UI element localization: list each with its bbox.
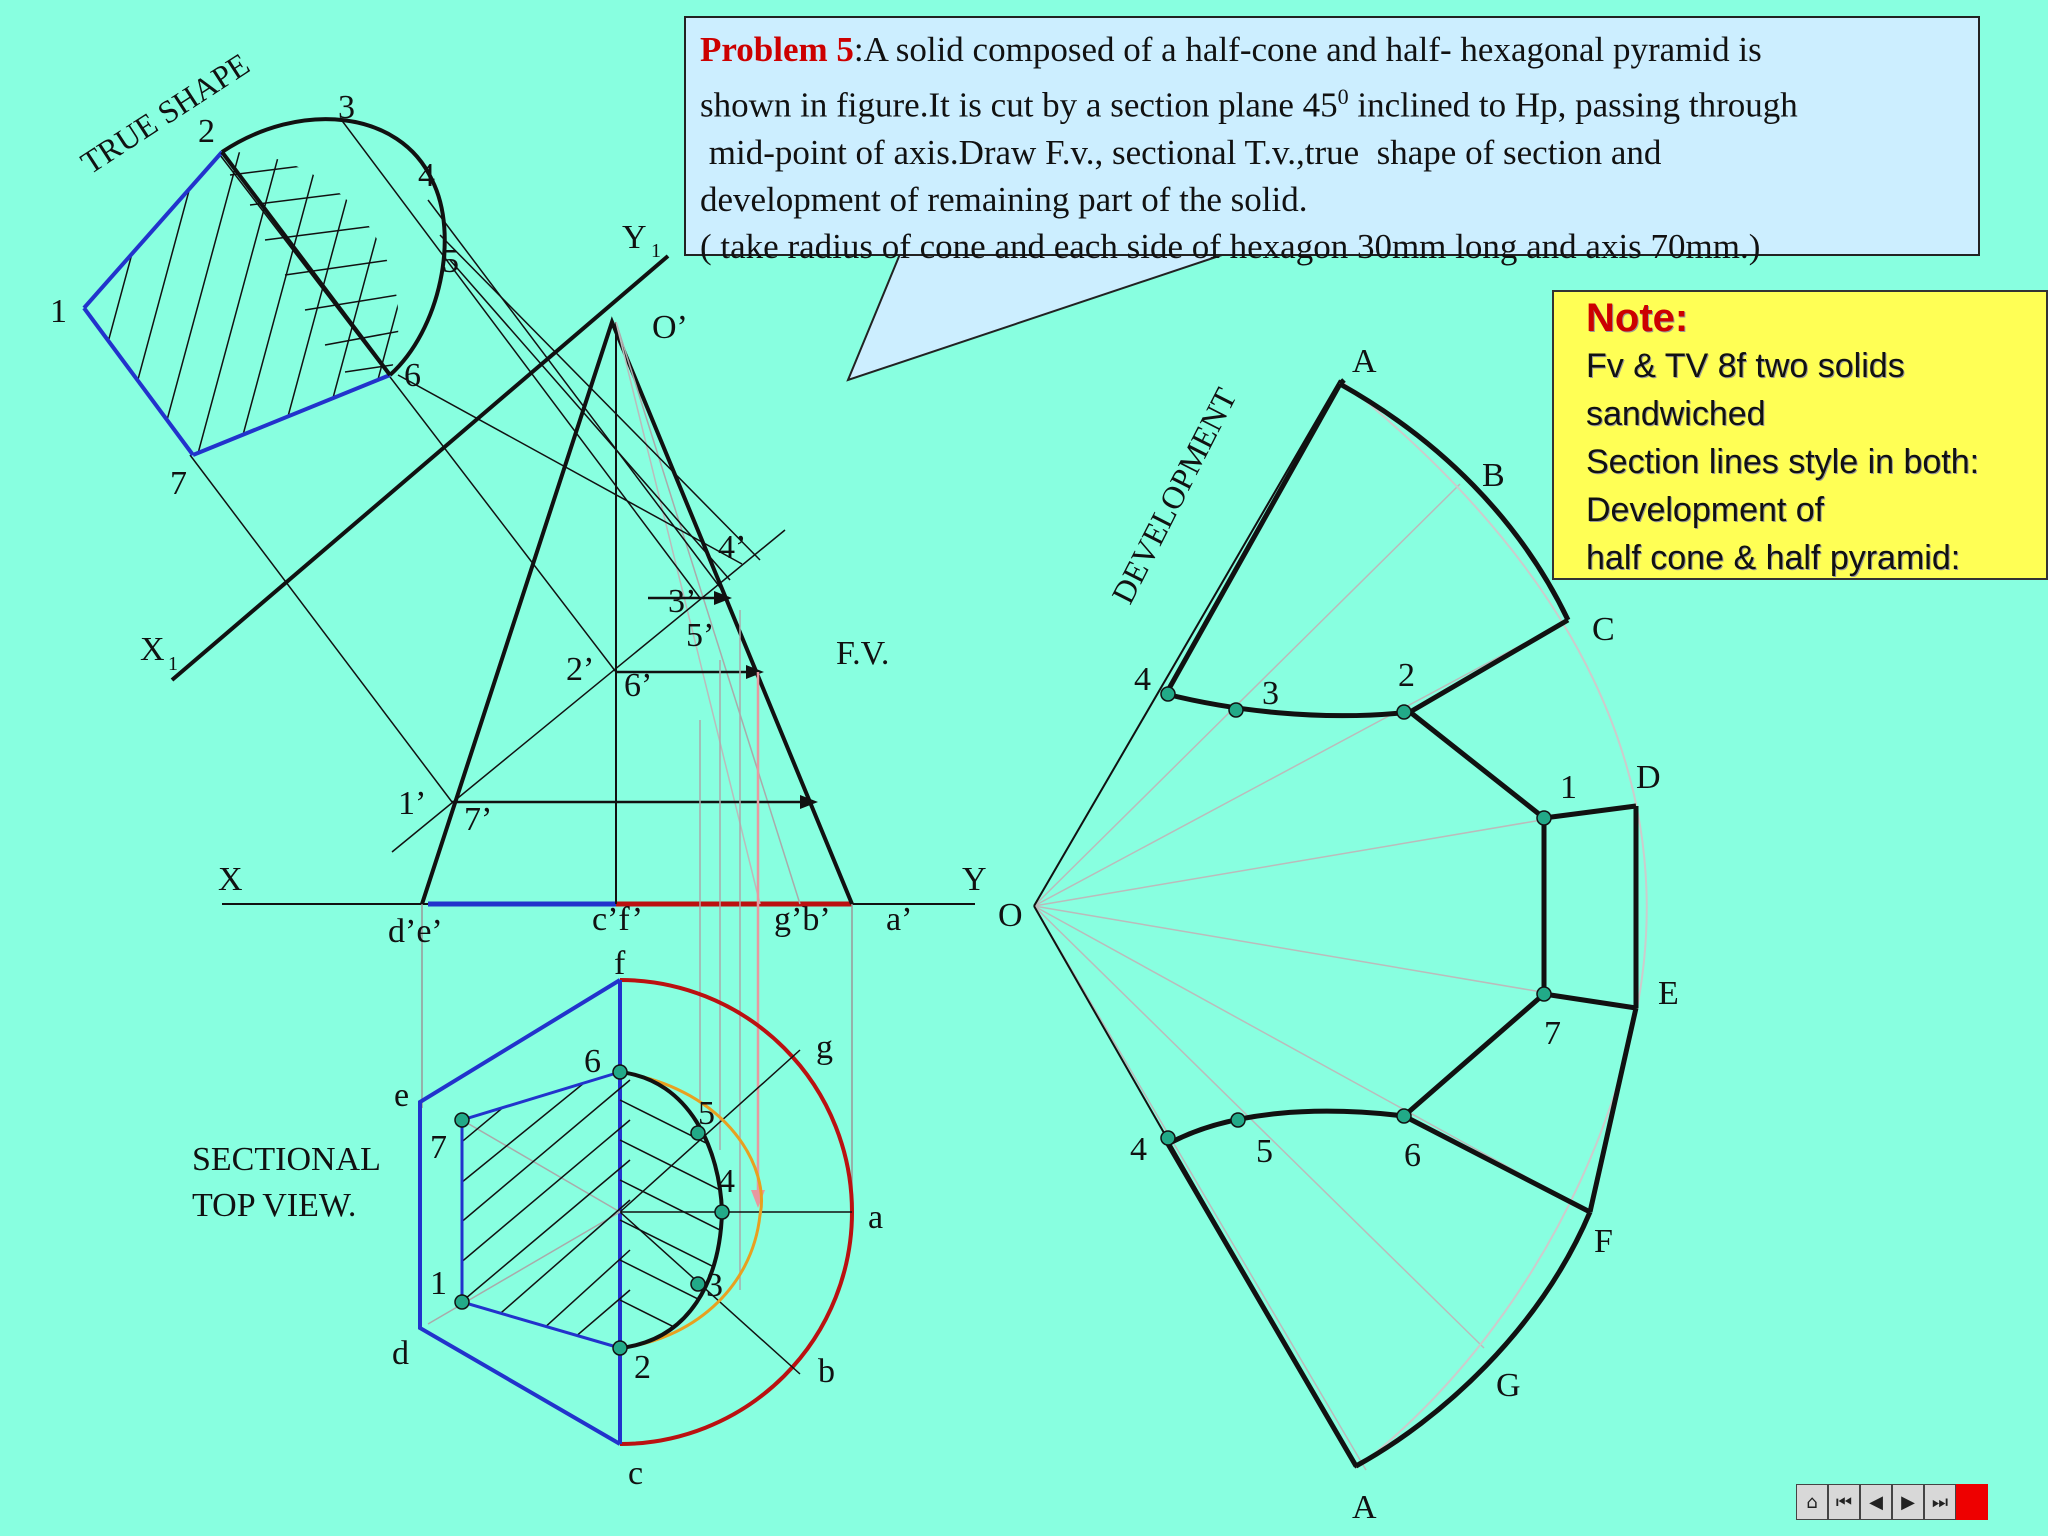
- note-line-1: Fv & TV 8f two solids: [1586, 347, 1905, 385]
- next-slide-icon[interactable]: ▶: [1892, 1484, 1924, 1520]
- problem-line-4: development of remaining part of the sol…: [700, 179, 1308, 219]
- label-tv-f: f: [614, 945, 626, 982]
- problem-line-1: Problem 5:A solid composed of a half-con…: [700, 26, 1964, 73]
- label-2-prime: 2’: [566, 651, 594, 688]
- note-line-5: half cone & half pyramid:: [1586, 539, 1961, 577]
- label-a-prime: a’: [886, 901, 912, 938]
- problem-text-2a: shown in figure.It is cut by a section p…: [700, 85, 1338, 125]
- last-slide-icon[interactable]: ⏭: [1924, 1484, 1956, 1520]
- label-1-prime: 1’: [398, 785, 426, 822]
- label-de-prime: d’e’: [388, 913, 443, 950]
- home-icon[interactable]: ⌂: [1796, 1484, 1828, 1520]
- fv-caption: F.V.: [836, 635, 889, 672]
- label-tv-3: 3: [706, 1267, 723, 1304]
- note-line-3: Section lines style in both:: [1586, 443, 1980, 481]
- label-dev-1: 1: [1560, 769, 1577, 806]
- label-dev-A-bot: A: [1352, 1489, 1377, 1526]
- label-6-prime: 6’: [624, 667, 652, 704]
- label-tv-7: 7: [430, 1129, 447, 1166]
- label-4-prime: 4’: [718, 529, 746, 566]
- label-dev-E: E: [1658, 975, 1679, 1012]
- label-dev-4a: 4: [1134, 661, 1151, 698]
- label-dev-O: O: [998, 897, 1023, 934]
- label-5-prime: 5’: [686, 617, 714, 654]
- label-dev-D: D: [1636, 759, 1661, 796]
- label-y: Y: [962, 861, 987, 898]
- sectional-top-caption-1: SECTIONAL: [192, 1141, 381, 1178]
- label-ts-3: 3: [338, 89, 355, 126]
- label-tv-a: a: [868, 1199, 883, 1236]
- auxiliary-view: [170, 117, 761, 803]
- previous-slide-icon[interactable]: ◀: [1860, 1484, 1892, 1520]
- label-x1: X: [140, 631, 165, 668]
- slide-navigation: ⌂ ⏮ ◀ ▶ ⏭: [1796, 1484, 1988, 1520]
- label-x1-sub: 1: [168, 653, 178, 675]
- problem-text-2b: inclined to Hp, passing through: [1348, 85, 1798, 125]
- label-dev-5: 5: [1256, 1133, 1273, 1170]
- degree-superscript: 0: [1337, 84, 1349, 109]
- label-dev-F: F: [1594, 1223, 1613, 1260]
- note-line-2: sandwiched: [1586, 395, 1766, 433]
- label-7-prime: 7’: [464, 801, 492, 838]
- label-dev-C: C: [1592, 611, 1615, 648]
- label-dev-A-top: A: [1352, 343, 1377, 380]
- development-caption: DEVELOPMENT: [1104, 382, 1244, 609]
- label-tv-1: 1: [430, 1265, 447, 1302]
- label-ts-4: 4: [418, 157, 435, 194]
- label-o-prime: O’: [652, 309, 688, 346]
- label-dev-7: 7: [1544, 1015, 1561, 1052]
- sectional-top-caption-2: TOP VIEW.: [192, 1187, 356, 1224]
- label-tv-5: 5: [698, 1095, 715, 1132]
- problem-statement: Problem 5:A solid composed of a half-con…: [684, 16, 1980, 266]
- label-dev-2: 2: [1398, 657, 1415, 694]
- note-box: Note: Fv & TV 8f two solids sandwiched S…: [1552, 290, 2048, 580]
- label-cf-prime: c’f’: [592, 901, 643, 938]
- true-shape: [82, 117, 447, 457]
- label-dev-G: G: [1496, 1367, 1521, 1404]
- label-y1-sub: 1: [651, 240, 661, 262]
- problem-line-2: shown in figure.It is cut by a section p…: [700, 73, 1964, 129]
- first-slide-icon[interactable]: ⏮: [1828, 1484, 1860, 1520]
- label-dev-4b: 4: [1130, 1131, 1147, 1168]
- label-tv-b: b: [818, 1353, 835, 1390]
- label-x: X: [218, 861, 243, 898]
- note-title: Note:: [1586, 296, 1689, 340]
- label-ts-7: 7: [170, 465, 187, 502]
- label-y1: Y: [622, 219, 647, 256]
- label-dev-3: 3: [1262, 675, 1279, 712]
- label-tv-e: e: [394, 1077, 409, 1114]
- label-tv-4: 4: [718, 1163, 735, 1200]
- label-ts-2: 2: [198, 113, 215, 150]
- callout-pointer: [846, 253, 1226, 382]
- problem-title: Problem 5: [700, 30, 854, 69]
- label-gb-prime: g’b’: [774, 901, 831, 938]
- label-tv-6: 6: [584, 1043, 601, 1080]
- sectional-top-view: [418, 978, 854, 1446]
- label-ts-1: 1: [50, 293, 67, 330]
- label-tv-c: c: [628, 1455, 643, 1492]
- front-view: [222, 316, 975, 1290]
- label-dev-6: 6: [1404, 1137, 1421, 1174]
- development: [1033, 378, 1648, 1471]
- problem-line-3: mid-point of axis.Draw F.v., sectional T…: [700, 132, 1662, 172]
- label-tv-g: g: [816, 1029, 833, 1066]
- label-tv-d: d: [392, 1335, 409, 1372]
- label-ts-6: 6: [404, 357, 421, 394]
- label-3-prime: 3’: [668, 583, 696, 620]
- problem-line-5: ( take radius of cone and each side of h…: [700, 226, 1761, 266]
- label-dev-B: B: [1482, 457, 1505, 494]
- exit-icon[interactable]: [1956, 1484, 1988, 1520]
- note-line-4: Development of: [1586, 491, 1825, 529]
- label-tv-2: 2: [634, 1349, 651, 1386]
- problem-text-1: :A solid composed of a half-cone and hal…: [853, 30, 1762, 69]
- label-ts-5: 5: [442, 243, 459, 280]
